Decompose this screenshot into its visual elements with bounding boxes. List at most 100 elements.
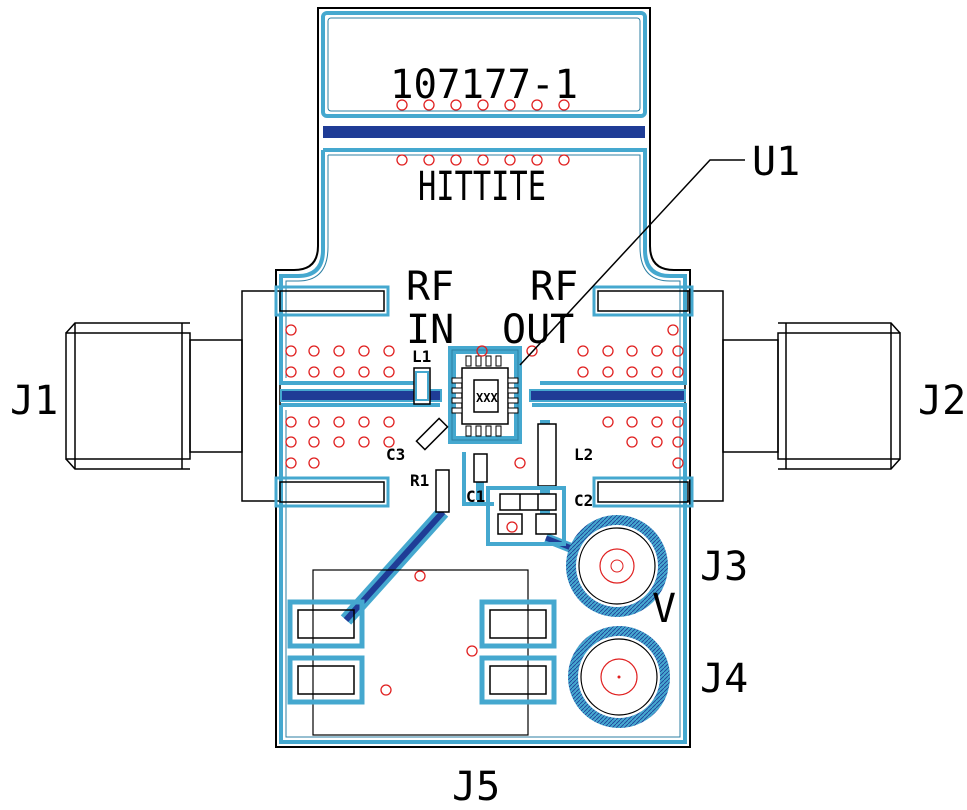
l2-label: L2 (574, 445, 593, 464)
vias (285, 99, 684, 696)
via-hole (308, 457, 320, 469)
board-outline (275, 7, 691, 748)
via-hole (651, 416, 663, 428)
u1-label: U1 (752, 139, 800, 185)
via-hole (423, 154, 435, 166)
via-hole (651, 366, 663, 378)
via-hole (450, 154, 462, 166)
capacitor-c1 (473, 453, 488, 483)
pad-j4 (568, 626, 670, 728)
via-hole (558, 154, 570, 166)
ground-slots (279, 290, 689, 503)
via-hole (383, 436, 395, 448)
c3-label: C3 (386, 445, 405, 464)
via-hole (626, 345, 638, 357)
via-hole (358, 436, 370, 448)
via-hole (626, 366, 638, 378)
j3-label: J3 (700, 544, 748, 590)
via-hole (414, 570, 426, 582)
via-hole (526, 345, 538, 357)
via-hole (383, 416, 395, 428)
via-hole (477, 99, 489, 111)
via-hole (358, 345, 370, 357)
rf-in-label-line2: IN (406, 307, 454, 353)
u1-leader-line (519, 159, 745, 366)
via-hole (531, 99, 543, 111)
via-hole (285, 436, 297, 448)
via-hole (477, 154, 489, 166)
via-hole (450, 99, 462, 111)
via-hole (672, 457, 684, 469)
via-hole (531, 154, 543, 166)
passive-components (413, 367, 557, 535)
via-hole (423, 99, 435, 111)
copper-pour-inner (285, 17, 681, 738)
via-hole (558, 99, 570, 111)
via-hole (672, 436, 684, 448)
via-hole (506, 521, 518, 533)
via-hole (396, 99, 408, 111)
via-hole (333, 345, 345, 357)
via-hole (651, 436, 663, 448)
header-j5 (287, 569, 557, 736)
via-hole (380, 684, 392, 696)
via-hole (651, 345, 663, 357)
tab-separator-trace (323, 126, 645, 138)
capacitor-c2 (499, 493, 557, 511)
ic-u1: XXX (448, 346, 522, 444)
inductor-l1 (413, 367, 431, 405)
pad-j3 (566, 515, 668, 617)
via-hole (672, 345, 684, 357)
via-hole (667, 324, 679, 336)
copper-pour (279, 11, 687, 744)
rf-out-label-line1: RF (530, 264, 578, 310)
via-hole (602, 345, 614, 357)
via-hole (504, 154, 516, 166)
resistor-r1 (435, 469, 450, 513)
via-hole (285, 366, 297, 378)
via-hole (383, 366, 395, 378)
c2-label: C2 (574, 491, 593, 510)
rf-in-label-line1: RF (406, 264, 454, 310)
via-hole (466, 645, 478, 657)
via-hole (602, 366, 614, 378)
brand-label: HITTITE (418, 164, 546, 210)
via-hole (308, 345, 320, 357)
j2-label: J2 (918, 378, 966, 424)
via-hole (672, 416, 684, 428)
via-hole (308, 366, 320, 378)
inductor-l2 (537, 423, 557, 487)
j4-label: J4 (700, 656, 748, 702)
via-hole (504, 99, 516, 111)
via-hole (285, 416, 297, 428)
c1-label: C1 (466, 487, 485, 506)
via-hole (396, 154, 408, 166)
r1-label: R1 (410, 471, 429, 490)
rf-microstrip (280, 389, 686, 402)
part-number-label: 107177-1 (390, 62, 578, 108)
capacitor-c3 (415, 417, 449, 451)
via-hole (333, 416, 345, 428)
via-hole (383, 345, 395, 357)
via-hole (358, 366, 370, 378)
via-hole (285, 345, 297, 357)
via-hole (285, 324, 297, 336)
rf-out-label-line2: OUT (502, 307, 574, 353)
via-hole (577, 366, 589, 378)
via-hole (626, 436, 638, 448)
via-hole (602, 416, 614, 428)
v-label: V (652, 586, 676, 632)
via-hole (577, 345, 589, 357)
via-hole (333, 436, 345, 448)
j5-label: J5 (452, 764, 500, 810)
via-hole (285, 457, 297, 469)
via-hole (308, 416, 320, 428)
j1-label: J1 (10, 378, 58, 424)
via-hole (333, 366, 345, 378)
chip-marking: XXX (476, 391, 498, 405)
via-hole (476, 345, 488, 357)
sma-connector-j2 (684, 290, 901, 502)
via-hole (626, 416, 638, 428)
via-hole (514, 457, 526, 469)
